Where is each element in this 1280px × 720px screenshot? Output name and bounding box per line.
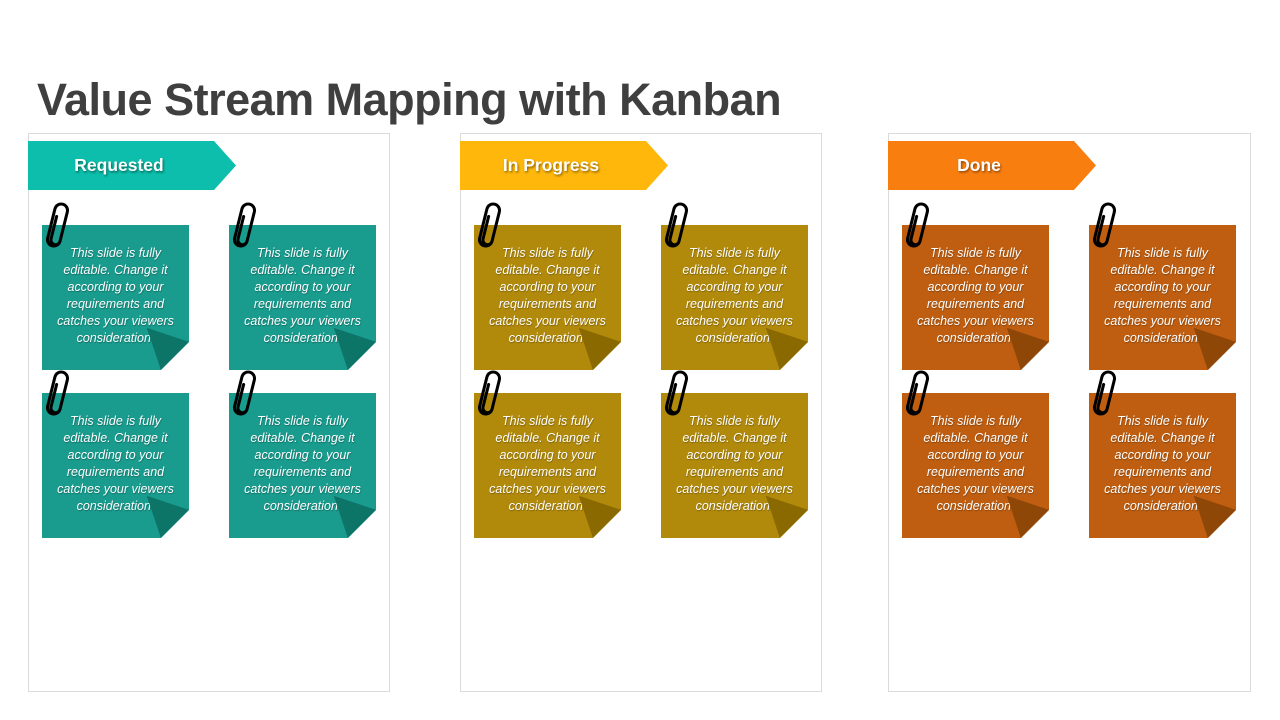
note-text: This slide is fully editable. Change it … — [57, 413, 174, 513]
note-text: This slide is fully editable. Change it … — [1104, 245, 1221, 345]
column-header-label: Requested — [74, 155, 164, 175]
page-title: Value Stream Mapping with Kanban — [37, 74, 782, 126]
kanban-column-done: Done This slide is fully editable. Chang… — [888, 133, 1251, 692]
sticky-note: This slide is fully editable. Change it … — [474, 393, 621, 538]
column-header-label: Done — [957, 155, 1001, 175]
note-text: This slide is fully editable. Change it … — [244, 245, 361, 345]
note-text: This slide is fully editable. Change it … — [489, 245, 606, 345]
kanban-note-card: This slide is fully editable. Change it … — [229, 370, 376, 538]
sticky-note: This slide is fully editable. Change it … — [661, 393, 808, 538]
note-text: This slide is fully editable. Change it … — [917, 245, 1034, 345]
kanban-note-card: This slide is fully editable. Change it … — [1089, 202, 1236, 370]
sticky-note: This slide is fully editable. Change it … — [902, 225, 1049, 370]
sticky-note: This slide is fully editable. Change it … — [229, 393, 376, 538]
note-text: This slide is fully editable. Change it … — [917, 413, 1034, 513]
column-header-requested: Requested — [28, 141, 236, 190]
kanban-note-card: This slide is fully editable. Change it … — [661, 370, 808, 538]
paperclip-icon — [1084, 363, 1125, 422]
note-text: This slide is fully editable. Change it … — [489, 413, 606, 513]
kanban-note-card: This slide is fully editable. Change it … — [42, 370, 189, 538]
paperclip-icon — [469, 363, 510, 422]
kanban-note-card: This slide is fully editable. Change it … — [42, 202, 189, 370]
paperclip-icon — [469, 195, 510, 254]
note-text: This slide is fully editable. Change it … — [676, 245, 793, 345]
kanban-note-card: This slide is fully editable. Change it … — [229, 202, 376, 370]
paperclip-icon — [37, 195, 78, 254]
paperclip-icon — [1084, 195, 1125, 254]
kanban-note-card: This slide is fully editable. Change it … — [1089, 370, 1236, 538]
sticky-note: This slide is fully editable. Change it … — [902, 393, 1049, 538]
sticky-note: This slide is fully editable. Change it … — [1089, 225, 1236, 370]
sticky-note: This slide is fully editable. Change it … — [42, 225, 189, 370]
paperclip-icon — [897, 363, 938, 422]
paperclip-icon — [897, 195, 938, 254]
paperclip-icon — [224, 363, 265, 422]
column-header-done: Done — [888, 141, 1096, 190]
note-text: This slide is fully editable. Change it … — [244, 413, 361, 513]
column-header-label: In Progress — [502, 155, 600, 175]
paperclip-icon — [37, 363, 78, 422]
column-header-in-progress: In Progress — [460, 141, 668, 190]
paperclip-icon — [224, 195, 265, 254]
kanban-note-card: This slide is fully editable. Change it … — [474, 202, 621, 370]
sticky-note: This slide is fully editable. Change it … — [474, 225, 621, 370]
note-text: This slide is fully editable. Change it … — [57, 245, 174, 345]
sticky-note: This slide is fully editable. Change it … — [229, 225, 376, 370]
note-text: This slide is fully editable. Change it … — [1104, 413, 1221, 513]
sticky-note: This slide is fully editable. Change it … — [1089, 393, 1236, 538]
note-text: This slide is fully editable. Change it … — [676, 413, 793, 513]
kanban-column-in-progress: In Progress This slide is fully editable… — [460, 133, 822, 692]
sticky-note: This slide is fully editable. Change it … — [661, 225, 808, 370]
kanban-note-card: This slide is fully editable. Change it … — [902, 370, 1049, 538]
paperclip-icon — [656, 195, 697, 254]
kanban-note-card: This slide is fully editable. Change it … — [661, 202, 808, 370]
kanban-column-requested: Requested This slide is fully editable. … — [28, 133, 390, 692]
kanban-note-card: This slide is fully editable. Change it … — [902, 202, 1049, 370]
sticky-note: This slide is fully editable. Change it … — [42, 393, 189, 538]
kanban-note-card: This slide is fully editable. Change it … — [474, 370, 621, 538]
paperclip-icon — [656, 363, 697, 422]
